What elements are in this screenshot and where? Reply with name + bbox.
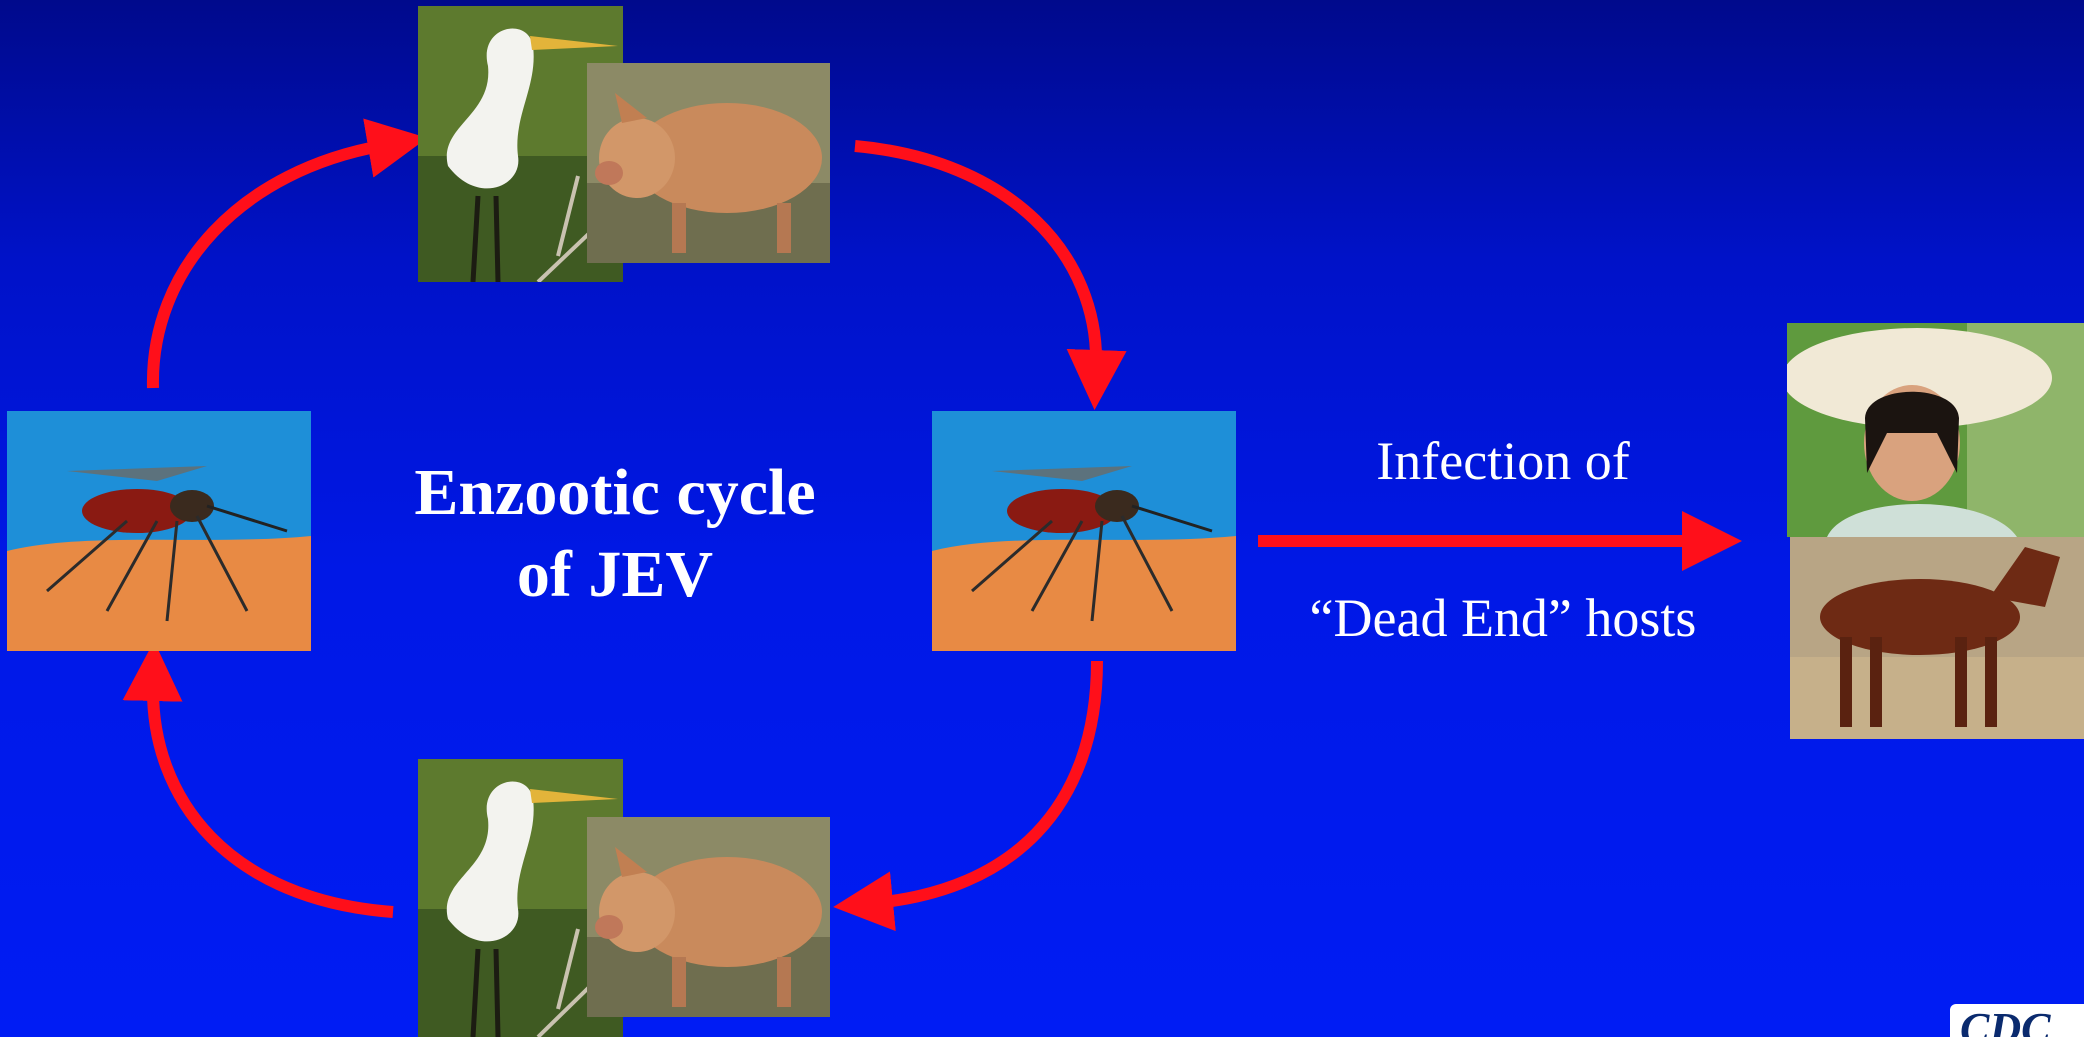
dead-end-hosts-label: “Dead End” hosts <box>1258 587 1748 649</box>
horse-photo <box>1790 537 2084 739</box>
arrow-mosquito-to-top-hosts <box>153 145 386 388</box>
cycle-title-line2: of JEV <box>355 534 875 616</box>
arrow-mosquito-to-bottom-hosts <box>875 661 1097 903</box>
mosquito-photo-right <box>932 411 1236 651</box>
arrow-top-hosts-to-mosquito <box>855 146 1096 368</box>
mosquito-photo-left <box>7 411 311 651</box>
cycle-title-line1: Enzootic cycle <box>355 452 875 534</box>
pig-photo-top <box>587 63 830 263</box>
human-photo <box>1787 323 2084 537</box>
arrow-bottom-hosts-to-mosquito <box>153 683 393 912</box>
infection-label: Infection of <box>1258 430 1748 492</box>
cdc-logo: CDC <box>1950 1004 2084 1037</box>
cycle-title: Enzootic cycle of JEV <box>355 452 875 616</box>
pig-photo-bottom <box>587 817 830 1017</box>
